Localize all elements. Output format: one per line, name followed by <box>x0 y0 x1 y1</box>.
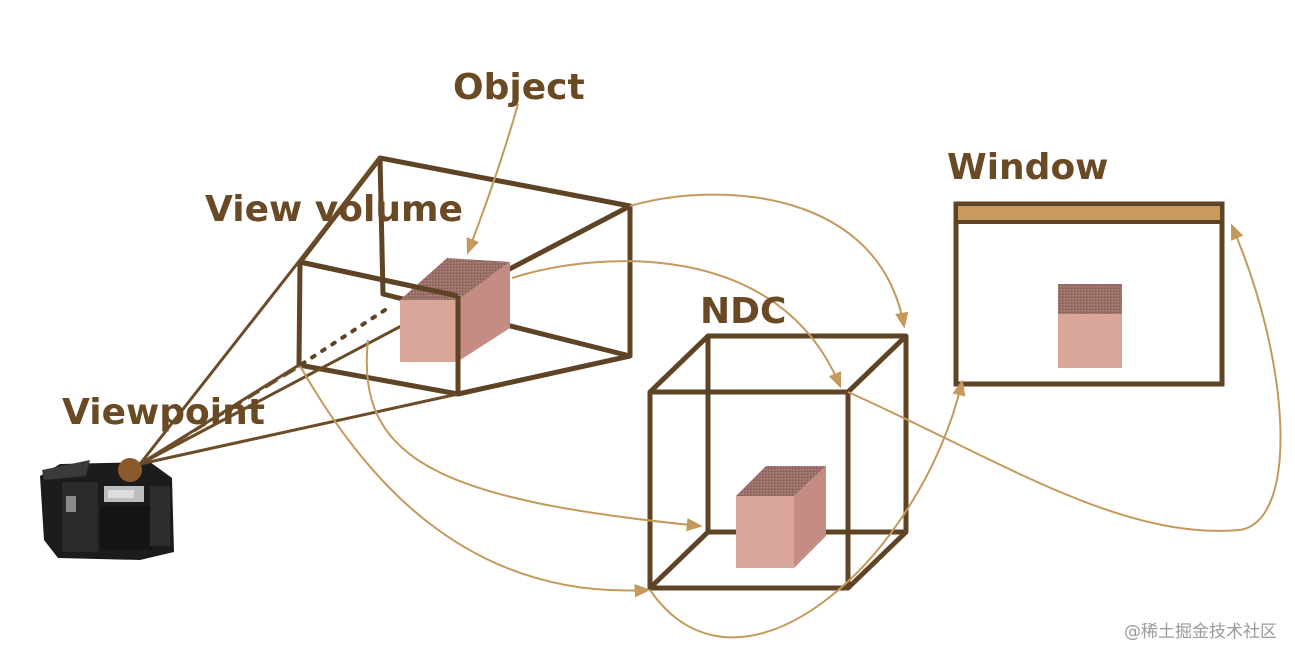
label-window: Window <box>947 147 1109 188</box>
ndc-cube-frame <box>647 333 909 591</box>
object-cube <box>400 258 510 362</box>
window-object-cube <box>1058 284 1122 368</box>
object-pointer-arrow <box>466 103 519 255</box>
label-ndc: NDC <box>700 291 787 332</box>
arrow-object-to-ndc-front <box>511 260 842 389</box>
ndc-object-cube <box>736 466 826 568</box>
arrow-volume-to-ndc-bottom <box>299 365 651 598</box>
arrow-volume-to-ndc-back <box>629 193 909 329</box>
arrow-volume-to-ndc-inner <box>365 339 703 532</box>
flow-arrows <box>299 103 1282 639</box>
view-volume-hidden-edge <box>300 308 387 366</box>
arrow-ndc-to-window-bottom <box>649 379 966 639</box>
view-volume-near-top-edge <box>299 259 459 299</box>
label-viewpoint: Viewpoint <box>62 392 265 433</box>
watermark-text: @稀土掘金技术社区 <box>1124 622 1277 642</box>
label-view-volume: View volume <box>205 189 463 230</box>
arrow-ndc-to-window-right <box>847 223 1282 532</box>
camera-icon <box>40 458 174 560</box>
label-object: Object <box>453 67 585 108</box>
projection-line-dashed <box>139 364 301 466</box>
